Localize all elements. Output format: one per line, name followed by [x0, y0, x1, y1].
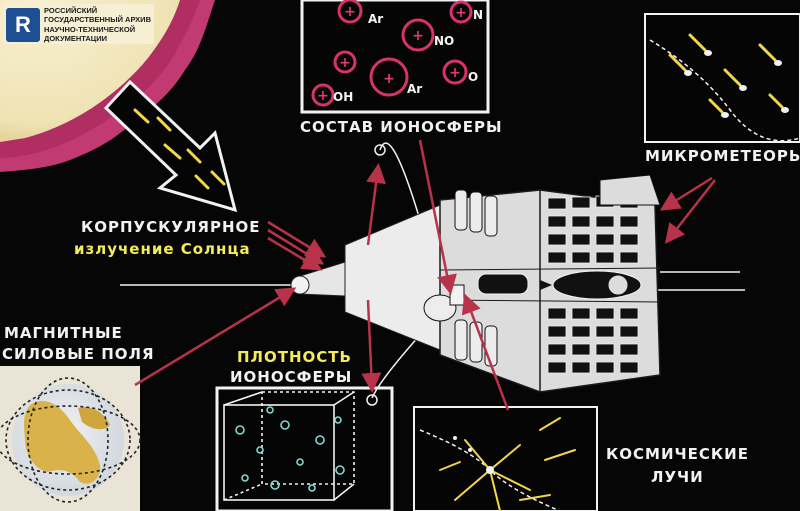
- ion-label-o: O: [468, 70, 479, 84]
- satellite: [120, 142, 745, 406]
- logo-line-1: РОССИЙСКИЙ: [44, 6, 98, 15]
- logo-line-4: ДОКУМЕНТАЦИИ: [44, 34, 108, 44]
- svg-text:+: +: [339, 55, 351, 71]
- cosmic-rays-label-line-1: КОСМИЧЕСКИЕ: [606, 445, 749, 463]
- svg-text:+: +: [344, 4, 356, 20]
- corpuscular-label-line-2: излучение Солнца: [74, 240, 251, 258]
- logo-line-3: НАУЧНО-ТЕХНИЧЕСКОЙ: [44, 24, 136, 34]
- corpuscular-label-line-1: КОРПУСКУЛЯРНОЕ: [81, 218, 261, 236]
- ion-label-ar-2: Ar: [407, 82, 423, 96]
- ionosphere-density-label-line-1: ПЛОТНОСТЬ: [237, 348, 352, 366]
- svg-text:+: +: [383, 71, 395, 87]
- magnetic-fields-label-line-1: МАГНИТНЫЕ: [4, 324, 123, 342]
- ion-label-no: NO: [434, 34, 455, 48]
- svg-text:+: +: [317, 88, 329, 104]
- archive-logo-mark: R: [6, 7, 40, 42]
- pointer-arrows: [134, 139, 716, 411]
- svg-text:+: +: [412, 28, 424, 44]
- ionosphere-composition-panel: + + + + + + +: [300, 0, 490, 114]
- ion-label-oh: OH: [333, 90, 354, 104]
- magnetic-fields-label-line-2: СИЛОВЫЕ ПОЛЯ: [2, 345, 155, 363]
- svg-text:+: +: [449, 65, 461, 81]
- ionosphere-density-label-line-2: ИОНОСФЕРЫ: [230, 368, 353, 386]
- archive-logo-text: РОССИЙСКИЙ ГОСУДАРСТВЕННЫЙ АРХИВ НАУЧНО-…: [44, 6, 151, 44]
- corpuscular-arrow: [103, 79, 238, 213]
- micrometeors-label: МИКРОМЕТЕОРЫ: [645, 147, 800, 165]
- logo-line-2: ГОСУДАРСТВЕННЫЙ АРХИВ: [44, 15, 151, 25]
- ion-label-n: N: [473, 8, 484, 22]
- cosmic-rays-panel: [413, 406, 598, 511]
- svg-text:+: +: [455, 5, 467, 21]
- ionosphere-density-panel: [215, 386, 394, 511]
- archive-logo: R РОССИЙСКИЙ ГОСУДАРСТВЕННЫЙ АРХИВ НАУЧН…: [6, 6, 151, 44]
- micrometeors-panel: [644, 13, 800, 143]
- ion-label-ar-1: Ar: [368, 12, 384, 26]
- cosmic-rays-label-line-2: ЛУЧИ: [651, 468, 704, 486]
- ionosphere-composition-label: СОСТАВ ИОНОСФЕРЫ: [300, 118, 503, 136]
- earth-magnetic-inset: [0, 366, 141, 511]
